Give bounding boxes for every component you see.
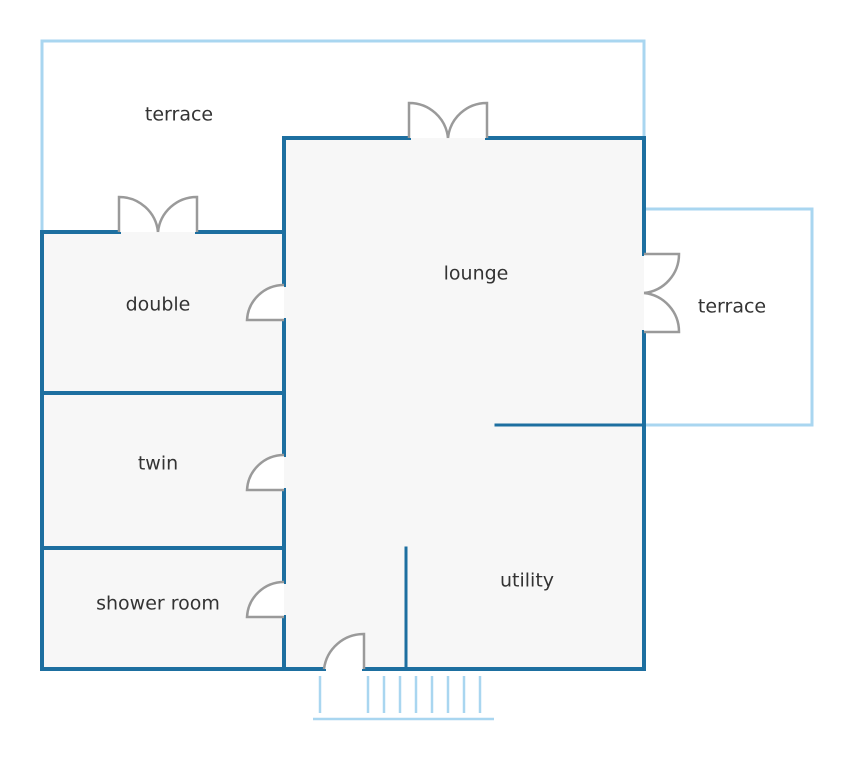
utility-label: utility (500, 570, 554, 592)
doors (117, 101, 681, 670)
terrace-door-bottom-leaf (643, 291, 681, 334)
lounge-door-right-leaf (446, 101, 489, 139)
terrace-right-area (644, 207, 814, 427)
shower-room-door (245, 580, 285, 619)
double-room-door (245, 283, 285, 322)
lounge-floor (284, 138, 644, 669)
terrace-door-top-leaf (643, 252, 681, 295)
shower-room-label: shower room (96, 593, 220, 615)
double-door-right-leaf (156, 195, 199, 233)
twin-label: twin (138, 453, 178, 475)
double-floor (42, 232, 284, 393)
entrance-door (322, 632, 366, 670)
twin-room-door (245, 453, 285, 492)
lounge-door-left-leaf (407, 101, 450, 139)
terrace-top-label: terrace (145, 104, 213, 126)
terrace-right-label: terrace (698, 296, 766, 318)
lounge-label: lounge (444, 263, 509, 285)
walls (40, 136, 646, 671)
twin-floor (42, 393, 284, 548)
entrance-steps (313, 676, 494, 721)
terrace-top-area (40, 39, 646, 232)
shower-room-floor (42, 548, 284, 669)
double-door-left-leaf (117, 195, 160, 233)
double-label: double (126, 294, 191, 316)
